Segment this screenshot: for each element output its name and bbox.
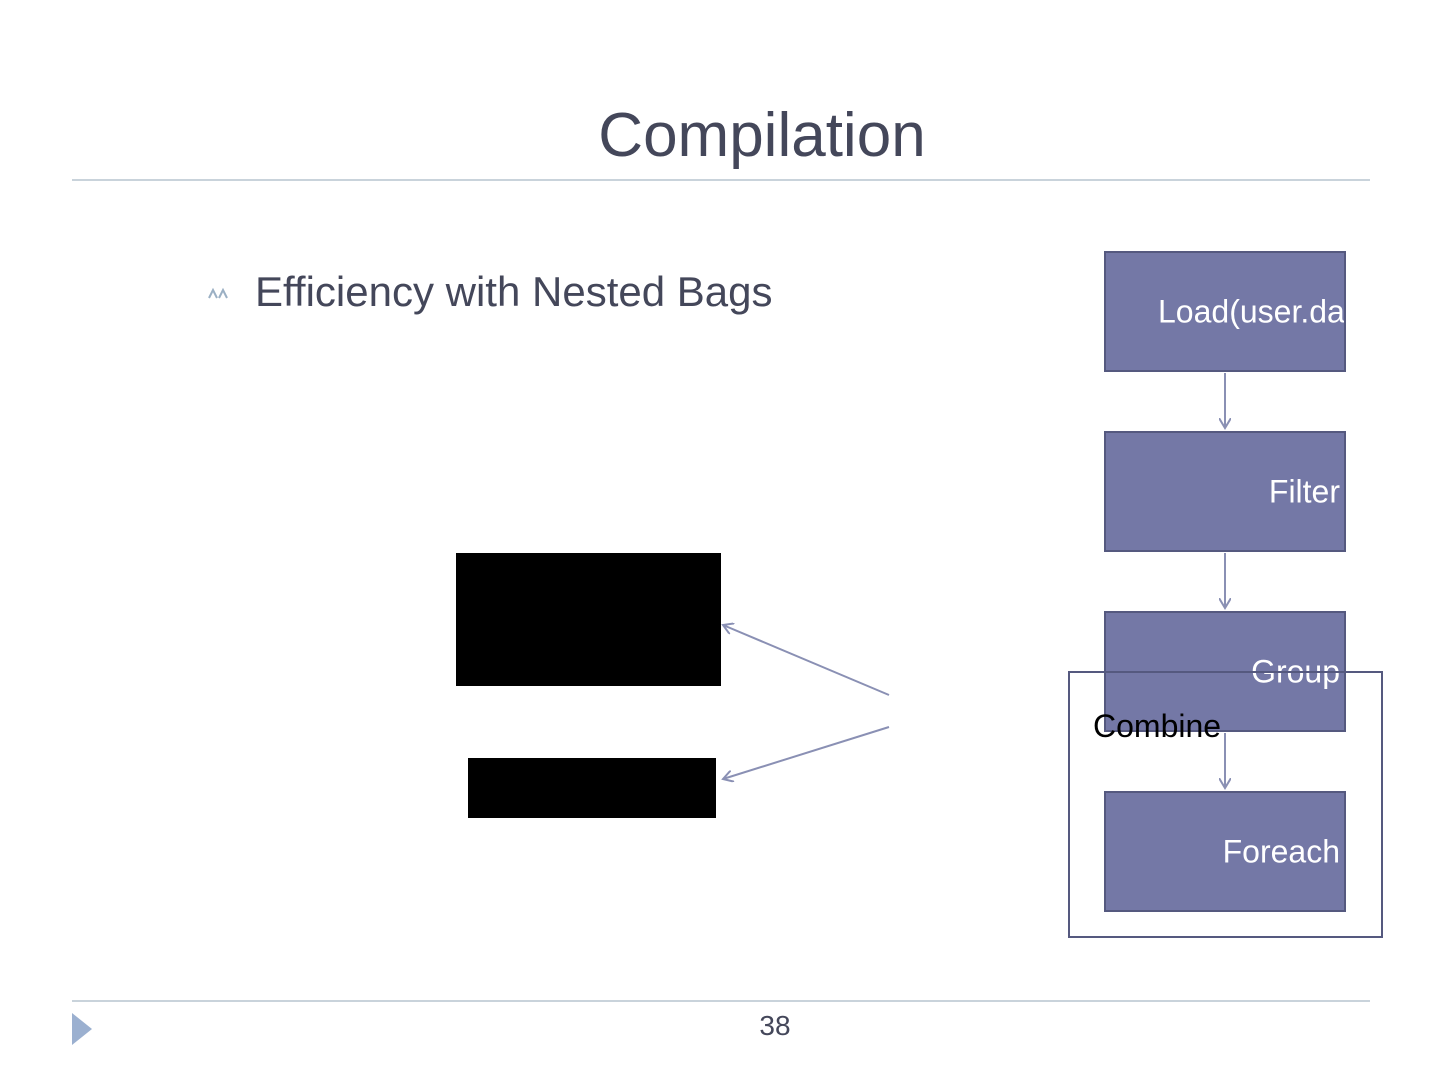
- node-load-label: Load(user.da: [1158, 293, 1345, 329]
- node-foreach-label: Foreach: [1222, 833, 1340, 869]
- combine-label: Combine: [1093, 708, 1222, 744]
- triangle-play-icon: [72, 1013, 92, 1045]
- node-foreach: Foreach: [1104, 791, 1346, 912]
- bullet-item: Efficiency with Nested Bags: [207, 268, 772, 316]
- callout-arrow-upper: [723, 625, 890, 696]
- node-filter-label: Filter: [1268, 473, 1340, 509]
- redacted-code-block-upper: [456, 553, 721, 686]
- node-load: Load(user.da: [1104, 251, 1346, 372]
- page-number: 38: [759, 1010, 791, 1041]
- bullet-text: Efficiency with Nested Bags: [255, 268, 773, 315]
- footer-divider: [72, 1000, 1370, 1002]
- title-divider: [72, 179, 1370, 181]
- redacted-code-block-lower: [468, 758, 716, 818]
- wave-bullet-icon: [208, 287, 228, 299]
- slide-title: Compilation: [598, 101, 926, 170]
- callout-arrow-lower: [723, 726, 890, 779]
- node-filter: Filter: [1104, 431, 1346, 552]
